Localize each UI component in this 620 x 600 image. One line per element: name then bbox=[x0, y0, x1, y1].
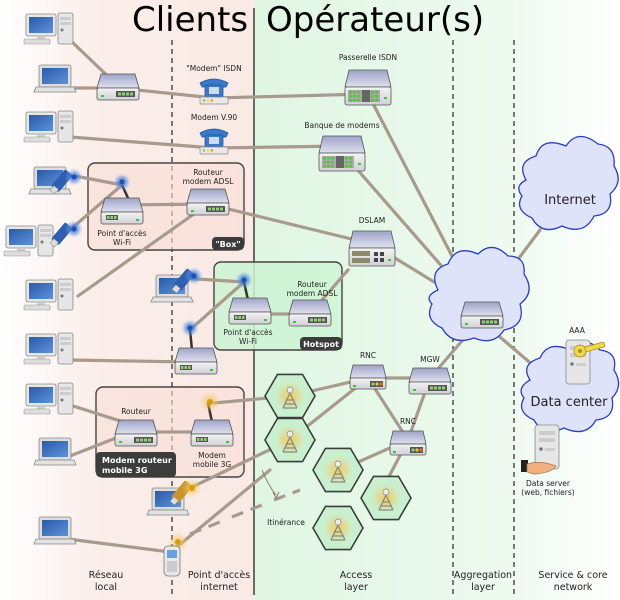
radio-signal-icon bbox=[200, 392, 220, 412]
radio-signal-icon bbox=[182, 478, 202, 498]
core-cloud bbox=[428, 246, 530, 342]
wifi-ap-label: Wi-Fi bbox=[239, 337, 257, 346]
rnc-label: RNC bbox=[400, 417, 416, 426]
mobile-phone-icon bbox=[163, 545, 181, 577]
switch-icon bbox=[96, 73, 140, 101]
wifi-ap-label: Point d'accès bbox=[97, 229, 146, 238]
svg-text:Hotspot: Hotspot bbox=[303, 340, 339, 349]
hotspot-badge bbox=[300, 337, 342, 350]
wifi-signal-icon bbox=[185, 267, 203, 285]
wifi-signal-icon bbox=[235, 271, 253, 289]
isdn-gateway-icon bbox=[344, 69, 392, 106]
wifi-signal-icon bbox=[65, 168, 83, 186]
adsl-router-label: modem ADSL bbox=[287, 289, 339, 298]
wifi-signal-icon bbox=[181, 319, 199, 337]
clients-title: Clients bbox=[132, 0, 248, 40]
desktop-icon bbox=[23, 278, 74, 311]
zone-label-local-network: Réseau bbox=[89, 570, 124, 581]
data-server-label: (web, fichiers) bbox=[521, 488, 574, 497]
adsl-router-icon bbox=[288, 299, 332, 327]
modem-bank-icon bbox=[318, 135, 366, 172]
wifi-signal-icon bbox=[113, 173, 131, 191]
internet-label: Internet bbox=[544, 193, 596, 208]
zone-label-aggregation-layer: Aggregation bbox=[454, 570, 512, 581]
key-icon bbox=[573, 341, 606, 358]
laptop-icon bbox=[33, 437, 77, 466]
rnc-icon bbox=[349, 364, 387, 390]
zone-label-internet-access-point: Point d'accès bbox=[188, 570, 250, 581]
wifi-access-point-icon bbox=[100, 197, 144, 225]
adsl-router-label: Routeur bbox=[297, 280, 328, 289]
internet-cloud: Internet bbox=[518, 135, 619, 231]
data-center-cloud: Data center bbox=[520, 341, 620, 433]
router-icon bbox=[114, 419, 158, 447]
zone-label-service-core: Service & core bbox=[538, 570, 607, 581]
roaming-label: Itinérance bbox=[267, 518, 305, 527]
wifi-access-point-icon bbox=[228, 297, 272, 325]
wifi-ap-label: Point d'accès bbox=[223, 328, 272, 337]
svg-text:"Box": "Box" bbox=[215, 240, 240, 249]
mobile-router-badge bbox=[96, 452, 176, 477]
laptop-icon bbox=[33, 64, 77, 93]
zone-label-internet-access-point: internet bbox=[200, 582, 238, 593]
operators-title: Opérateur(s) bbox=[266, 0, 484, 40]
adsl-router-label: Routeur bbox=[193, 168, 224, 177]
modem-isdn-label: "Modem" ISDN bbox=[186, 64, 241, 73]
passerelle-isdn-label: Passerelle ISDN bbox=[339, 53, 397, 62]
data-center-label: Data center bbox=[531, 395, 609, 410]
dslam-icon bbox=[348, 230, 396, 267]
zone-label-aggregation-layer: layer bbox=[471, 582, 495, 593]
modem-bank-label: Banque de modems bbox=[304, 121, 379, 130]
box-badge bbox=[212, 237, 244, 250]
3g-modem-label: mobile 3G bbox=[193, 460, 232, 469]
dslam-label: DSLAM bbox=[359, 216, 386, 225]
desktop-icon bbox=[23, 12, 74, 45]
rnc-icon bbox=[389, 430, 427, 456]
zone-label-access-layer: Access bbox=[340, 570, 373, 581]
desktop-icon bbox=[23, 332, 74, 365]
data-server-label: Data server bbox=[526, 479, 571, 488]
adsl-router-icon bbox=[186, 188, 230, 216]
core-router-icon bbox=[460, 301, 504, 329]
desktop-icon bbox=[3, 224, 54, 257]
wifi-signal-icon bbox=[65, 220, 83, 238]
hand-icon bbox=[521, 460, 557, 475]
aaa-label: AAA bbox=[569, 326, 586, 335]
zone-label-local-network: local bbox=[95, 582, 117, 593]
svg-text:mobile 3G: mobile 3G bbox=[102, 466, 147, 475]
wifi-ap-label: Wi-Fi bbox=[113, 238, 131, 247]
wifi-access-point-icon bbox=[174, 347, 218, 375]
desktop-icon bbox=[23, 110, 74, 143]
zone-label-access-layer: layer bbox=[344, 582, 368, 593]
router-label: Routeur bbox=[121, 407, 152, 416]
adsl-router-label: modem ADSL bbox=[183, 177, 235, 186]
3g-modem-label: Modem bbox=[198, 451, 226, 460]
desktop-icon bbox=[23, 382, 74, 415]
svg-text:Modem routeur: Modem routeur bbox=[102, 456, 172, 465]
zone-label-service-core: network bbox=[554, 582, 593, 593]
mgw-label: MGW bbox=[420, 355, 440, 364]
modem-v90-label: Modem V.90 bbox=[191, 113, 237, 122]
mgw-icon bbox=[408, 367, 452, 395]
3g-modem-icon bbox=[190, 419, 234, 447]
laptop-icon bbox=[33, 516, 77, 545]
rnc-label: RNC bbox=[360, 351, 376, 360]
